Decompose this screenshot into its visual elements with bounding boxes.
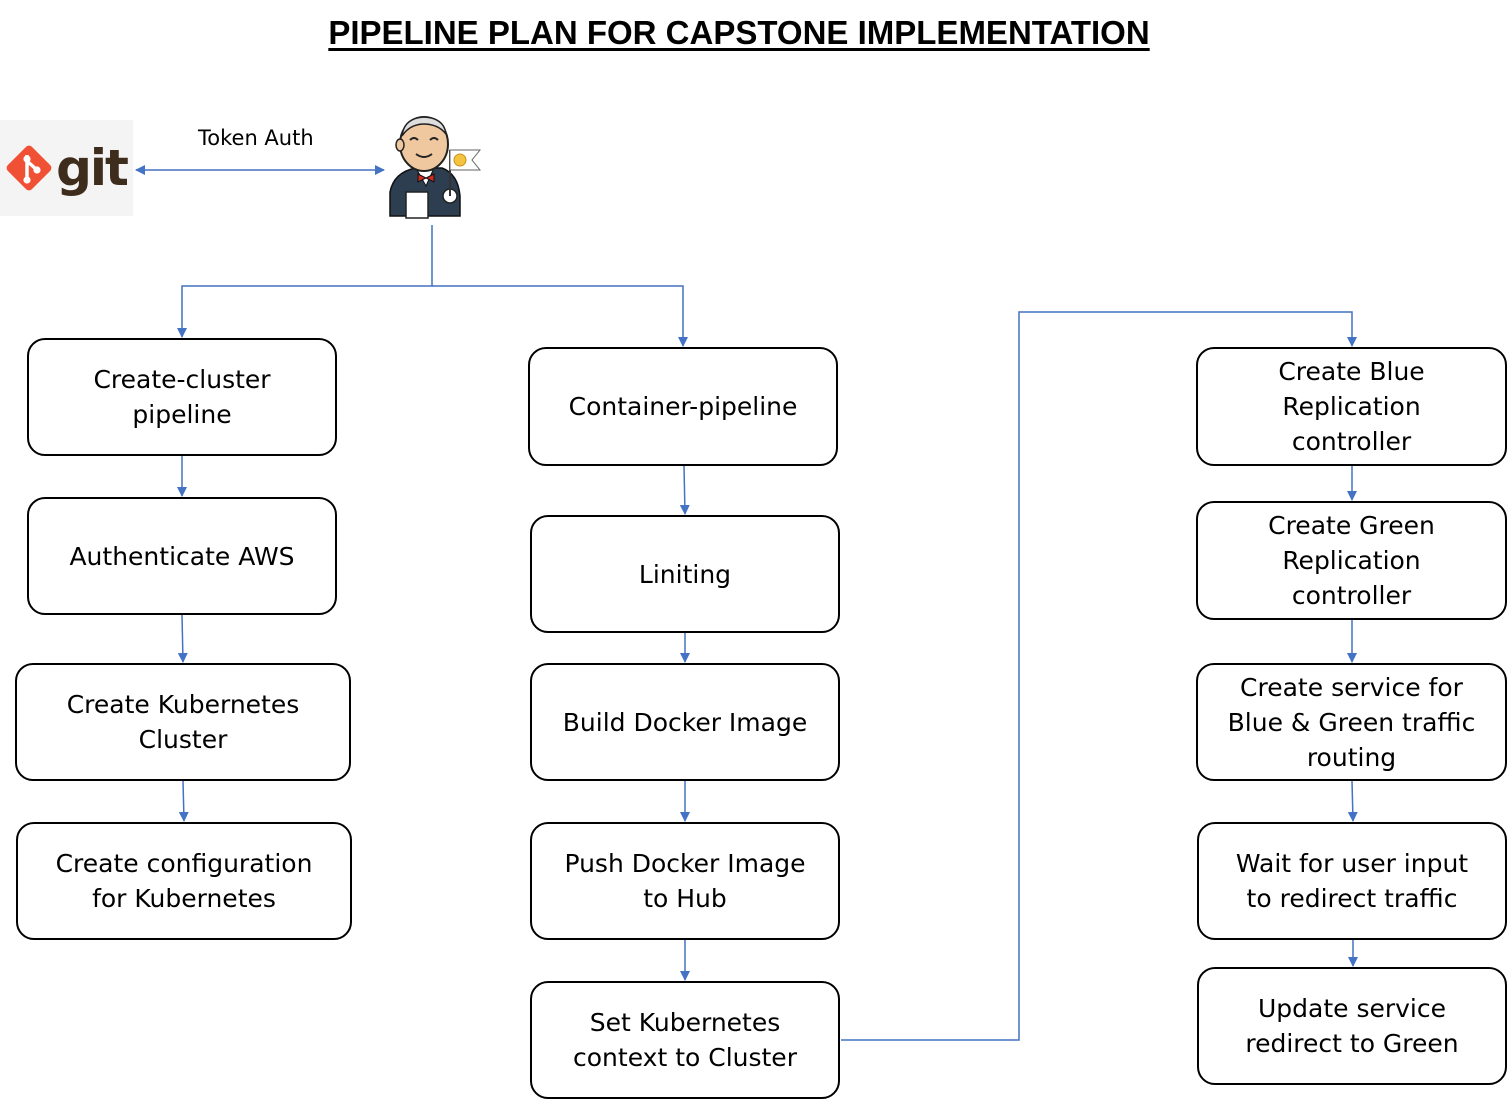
push-docker-image-box: Push Docker Image to Hub xyxy=(530,822,840,940)
build-docker-image-box: Build Docker Image xyxy=(530,663,840,781)
context-to-blue-connector xyxy=(841,311,1357,1041)
update-service-box: Update service redirect to Green xyxy=(1197,967,1507,1085)
git-logo: git xyxy=(0,120,133,216)
jenkins-to-container-connector xyxy=(432,285,688,347)
git-logo-text: git xyxy=(56,139,129,197)
liniting-box: Liniting xyxy=(530,515,840,633)
container-pipeline-box: Container-pipeline xyxy=(528,347,838,466)
create-kubernetes-cluster-box: Create Kubernetes Cluster xyxy=(15,663,351,781)
create-cluster-pipeline-box: Create-cluster pipeline xyxy=(27,338,337,456)
jenkins-to-cluster-connector xyxy=(177,225,433,338)
create-service-box: Create service for Blue & Green traffic … xyxy=(1196,663,1507,781)
git-logo-icon xyxy=(6,145,52,191)
create-blue-rc-box: Create Blue Replication controller xyxy=(1196,347,1507,466)
token-auth-label: Token Auth xyxy=(198,126,314,150)
cluster-connector-2 xyxy=(177,614,188,663)
container-connector-1 xyxy=(679,465,690,515)
create-green-rc-box: Create Green Replication controller xyxy=(1196,501,1507,620)
cluster-connector-3 xyxy=(178,780,189,822)
wait-user-input-box: Wait for user input to redirect traffic xyxy=(1197,822,1507,940)
set-kubernetes-context-box: Set Kubernetes context to Cluster xyxy=(530,981,840,1099)
page-title: PIPELINE PLAN FOR CAPSTONE IMPLEMENTATIO… xyxy=(328,14,1150,51)
authenticate-aws-box: Authenticate AWS xyxy=(27,497,337,615)
deploy-connector-3 xyxy=(1347,780,1358,822)
jenkins-butler-icon xyxy=(389,116,482,219)
create-kubernetes-config-box: Create configuration for Kubernetes xyxy=(16,822,352,940)
